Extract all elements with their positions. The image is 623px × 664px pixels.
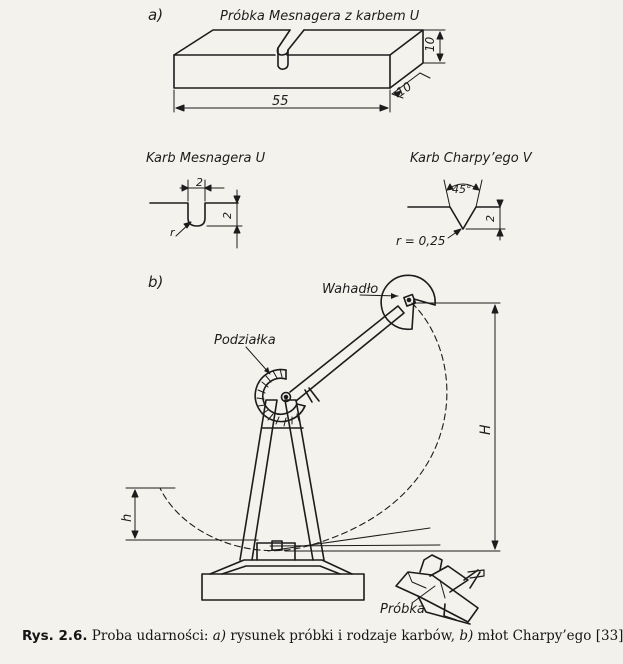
height-h-dimension	[125, 487, 259, 541]
scale-dial	[254, 368, 306, 427]
caption-text-3: młot Charpy’ego [33]	[473, 628, 623, 644]
scale-label: Podziałka	[214, 333, 276, 348]
notch-u-title: Karb Mesnagera U	[146, 151, 266, 166]
height-H-label: H	[478, 424, 494, 435]
height-h-label: h	[120, 514, 135, 522]
figure-caption: Rys. 2.6. Proba udarności: a) rysunek pr…	[22, 628, 623, 644]
u-notch-top	[276, 29, 305, 56]
machine-base	[201, 540, 365, 601]
notch-v-depth: 2	[484, 215, 497, 222]
caption-text-2: rysunek próbki i rodzaje karbów,	[226, 628, 460, 644]
specimen-title: Próbka Mesnagera z karbem U	[220, 9, 420, 24]
specimen-leader-lines	[267, 527, 441, 552]
specimen-label: Próbka	[380, 602, 425, 617]
caption-label: Rys. 2.6.	[22, 628, 88, 644]
height-H-dimension	[284, 302, 501, 552]
caption-text-1: Proba udarności:	[87, 628, 213, 644]
machine-frame	[239, 399, 325, 561]
caption-ref-a: a)	[212, 628, 227, 644]
notch-v-radius: r = 0,25	[396, 234, 445, 248]
dim-length: 55	[272, 94, 289, 109]
notch-v-detail	[407, 179, 506, 241]
pendulum-arm	[289, 305, 405, 403]
notch-u-width: 2	[196, 176, 203, 189]
u-notch-front	[277, 47, 289, 70]
technical-drawing: a) Próbka Mesnagera z karbem U 55 10 10 …	[120, 6, 533, 625]
dim-height: 10	[423, 36, 437, 52]
specimen-dimensions	[173, 29, 446, 113]
specimen-block	[173, 29, 424, 89]
figure-page: a) Próbka Mesnagera z karbem U 55 10 10 …	[22, 6, 623, 644]
notch-u-depth: 2	[221, 212, 234, 219]
pendulum-label: Wahadło	[322, 282, 378, 297]
notch-v-angle: 45°	[452, 183, 472, 196]
part-b-marker: b)	[148, 273, 163, 291]
notch-u-detail	[149, 179, 243, 249]
specimen-leader	[411, 585, 436, 604]
pendulum-head	[380, 274, 436, 331]
notch-u-radius: r	[170, 226, 176, 239]
swing-arc	[159, 302, 448, 552]
part-a-marker: a)	[148, 6, 163, 24]
notch-v-title: Karb Charpy’ego V	[410, 151, 533, 166]
caption-ref-b: b)	[459, 628, 474, 644]
